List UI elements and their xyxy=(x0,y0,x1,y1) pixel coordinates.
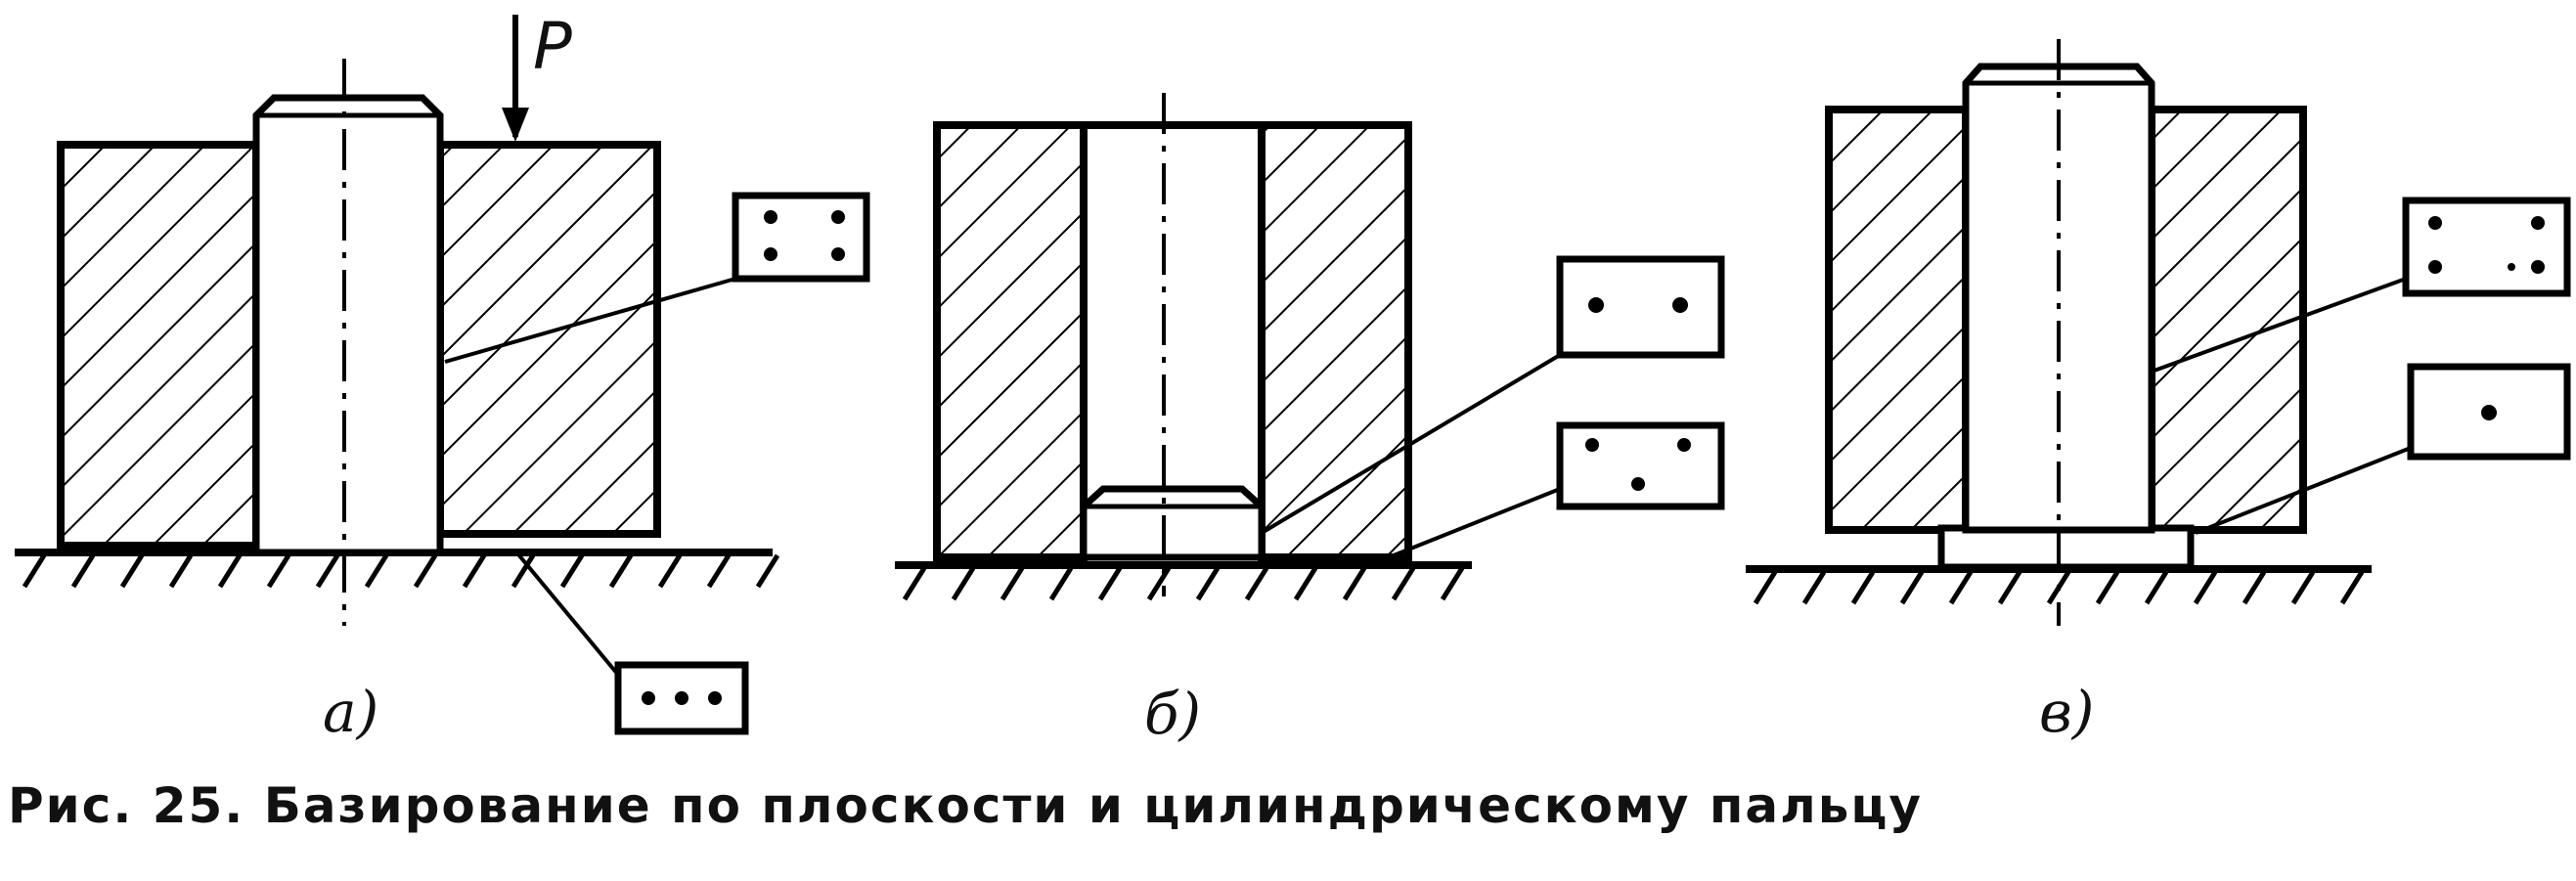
panel-b-label: б) xyxy=(1144,681,1201,747)
panel-a-workpiece-left xyxy=(57,141,260,550)
panel-v: в) xyxy=(1746,39,2571,745)
panel-a-leader-top xyxy=(444,277,736,364)
figure-caption: Рис. 25. Базирование по плоскости и цили… xyxy=(8,777,1924,834)
panel-v-support-box-bottom xyxy=(2407,363,2571,461)
panel-b-support-box-bottom xyxy=(1556,421,1725,510)
panel-a-support-box-bottom xyxy=(614,661,749,735)
panel-a: P а) xyxy=(15,9,870,745)
panel-v-leader-bottom xyxy=(2195,446,2412,535)
panel-b-short-pin xyxy=(1080,485,1266,561)
panel-v-support-box-top xyxy=(2402,197,2571,297)
panel-b-workpiece-left xyxy=(933,121,1088,561)
panel-b-leader-bottom xyxy=(1388,487,1561,559)
panel-v-leader-top xyxy=(2151,277,2407,374)
panel-v-workpiece-right xyxy=(2148,106,2307,534)
panel-a-support-box-top xyxy=(732,192,870,283)
panel-a-force-label: P xyxy=(533,9,572,84)
panel-a-leader-bottom xyxy=(516,552,620,677)
panel-a-label: а) xyxy=(323,679,378,745)
panel-a-force-arrow xyxy=(502,15,529,142)
panel-a-workpiece-right xyxy=(436,141,661,538)
panel-v-label: в) xyxy=(2039,679,2094,745)
panel-b: б) xyxy=(895,93,1725,747)
panel-b-workpiece-right xyxy=(1258,121,1412,561)
panel-b-leader-top xyxy=(1260,353,1562,535)
panel-v-workpiece-left xyxy=(1825,106,1970,534)
panel-a-cylindrical-pin xyxy=(252,94,444,556)
panel-a-base-plane xyxy=(15,549,780,589)
panel-b-base-plane xyxy=(895,561,1472,601)
panel-b-support-box-top xyxy=(1556,255,1725,359)
panel-v-support-collar xyxy=(1937,524,2195,571)
